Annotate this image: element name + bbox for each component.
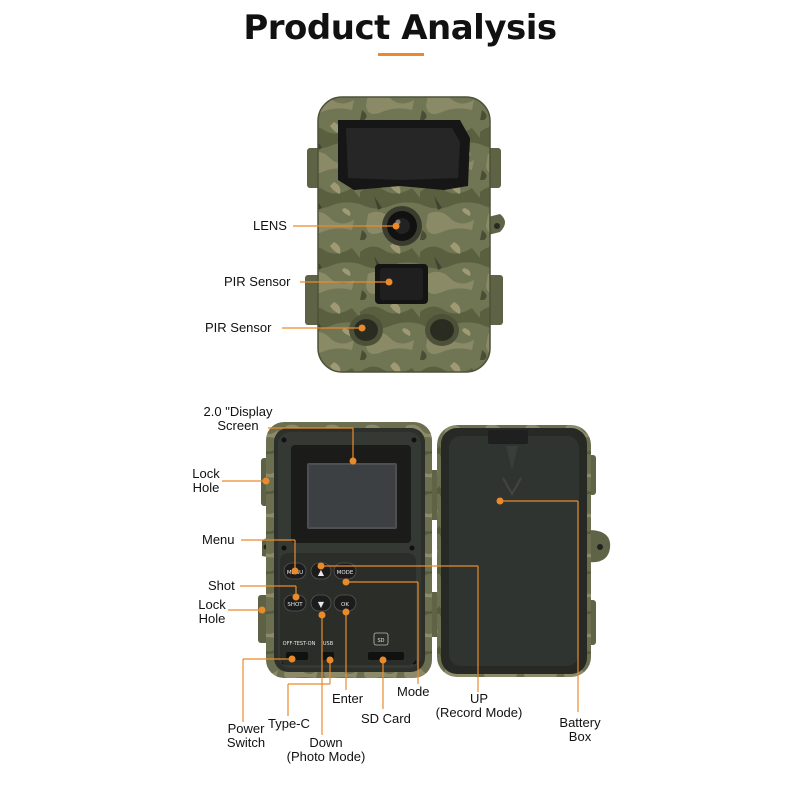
- label-lock-hole-top: Lock Hole: [186, 467, 226, 495]
- usb-text: USB: [323, 641, 334, 647]
- label-display-screen: 2.0 "Display Screen: [196, 405, 280, 433]
- label-power-switch-line2: Switch: [226, 735, 266, 750]
- label-down-line2: (Photo Mode): [286, 749, 366, 764]
- label-power-switch: Power Switch: [222, 722, 270, 750]
- label-lock-hole-bottom: Lock Hole: [192, 598, 232, 626]
- label-up: UP (Record Mode): [426, 692, 532, 720]
- callout-dots: [258, 457, 504, 664]
- label-lens: LENS: [253, 218, 287, 233]
- open-camera: [258, 422, 611, 678]
- label-type-c: Type-C: [268, 716, 310, 731]
- front-camera: [305, 96, 505, 373]
- up-btn-text: ▲: [318, 568, 325, 577]
- label-down: Down (Photo Mode): [276, 736, 376, 764]
- label-menu: Menu: [202, 532, 235, 547]
- label-battery-line2: Box: [568, 729, 592, 744]
- title-underline: [378, 53, 424, 56]
- label-battery-box: Battery Box: [552, 716, 608, 744]
- front-callouts: [282, 225, 396, 329]
- label-lock-hole-top-line2: Hole: [192, 480, 220, 495]
- label-power-switch-line1: Power: [227, 721, 265, 736]
- label-lock-hole-top-line1: Lock: [192, 466, 220, 481]
- label-shot: Shot: [208, 578, 235, 593]
- label-lock-hole-bottom-line2: Hole: [198, 611, 226, 626]
- label-mode: Mode: [397, 684, 430, 699]
- label-up-line1: UP: [469, 691, 489, 706]
- label-up-line2: (Record Mode): [435, 705, 523, 720]
- label-display-line2: Screen: [217, 418, 259, 433]
- label-enter: Enter: [332, 691, 364, 706]
- down-btn-text: ▼: [318, 600, 325, 609]
- label-pir-sensor-2: PIR Sensor: [205, 320, 272, 335]
- label-down-line1: Down: [309, 735, 343, 750]
- mode-btn-text: MODE: [337, 570, 354, 576]
- switch-text: OFF-TEST-ON: [283, 641, 316, 647]
- page-title: Product Analysis: [243, 8, 557, 48]
- back-callouts: [222, 427, 579, 735]
- label-pir-sensor-1: PIR Sensor: [224, 274, 291, 289]
- shot-btn-text: SHOT: [287, 602, 303, 608]
- label-sd-card: SD Card: [361, 711, 411, 726]
- label-lock-hole-bottom-line1: Lock: [198, 597, 226, 612]
- sd-text: SD: [377, 638, 384, 644]
- label-battery-line1: Battery: [559, 715, 601, 730]
- ok-btn-text: OK: [341, 602, 349, 608]
- label-display-line1: 2.0 "Display: [203, 404, 273, 419]
